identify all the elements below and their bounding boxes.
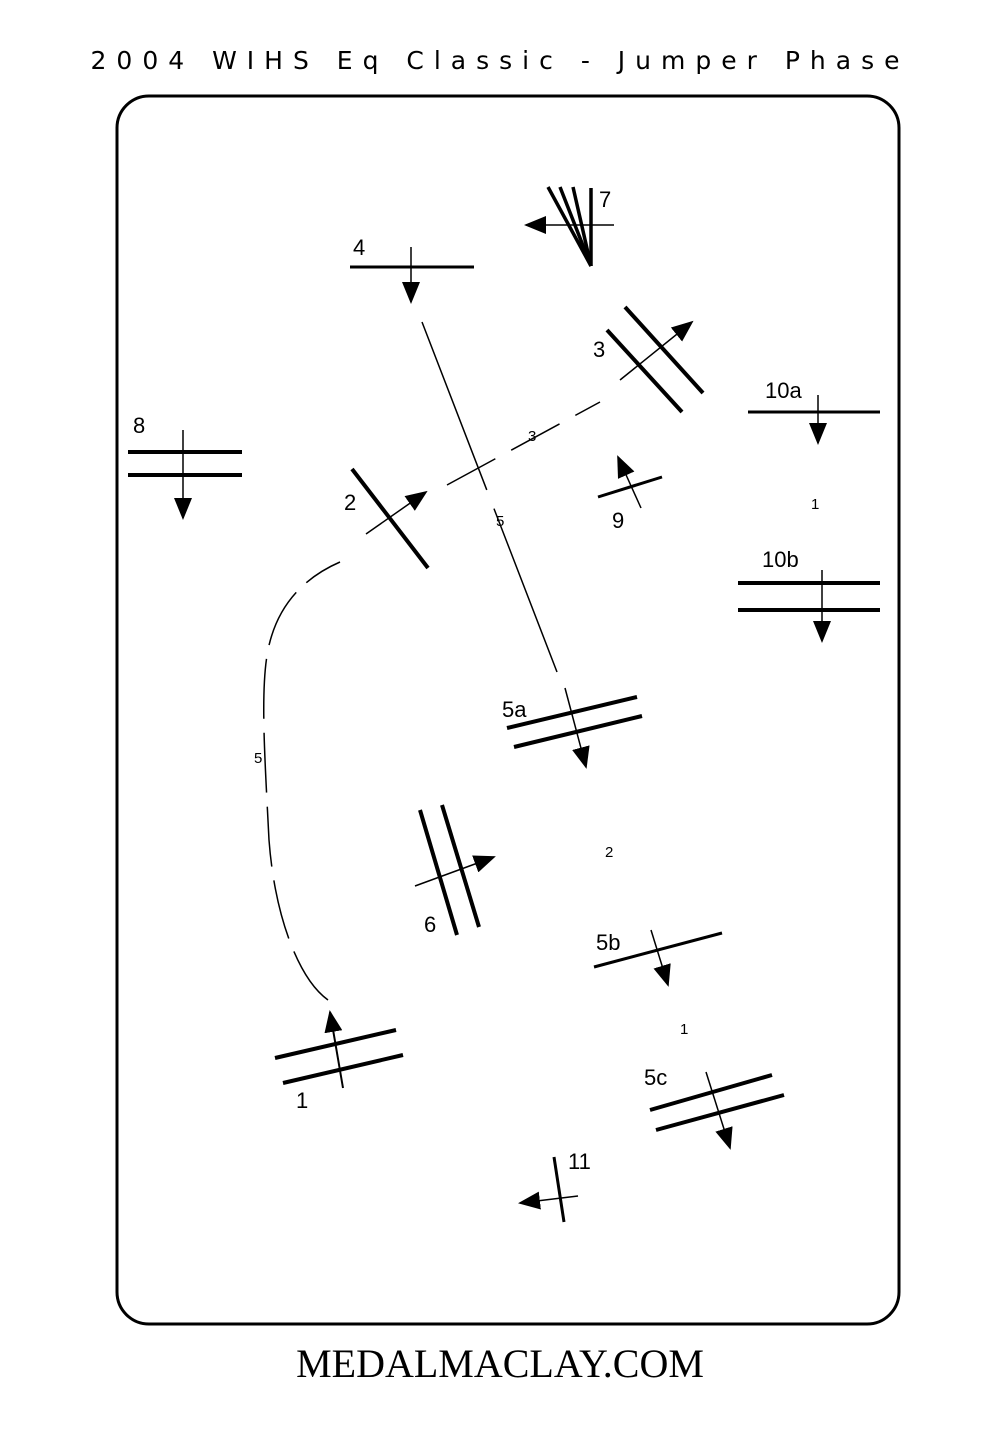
site-footer: MEDALMACLAY.COM [296,1341,704,1386]
course-title: 2004 WIHS Eq Classic - Jumper Phase [90,46,910,75]
stride-label-5b-5c: 1 [680,1021,688,1038]
fence-5c [649,1071,785,1150]
fence-label-9: 9 [612,508,624,533]
fence-label-5c: 5c [644,1065,667,1090]
fence-10a [748,395,880,445]
track-4-to-5a [421,321,558,673]
fence-2 [350,467,430,570]
fence-11 [518,1156,579,1223]
stride-label-5a-5b: 2 [605,844,613,861]
stride-label-1-2: 5 [254,750,262,767]
fence-1 [274,1010,404,1089]
fence-3 [605,305,705,414]
track-2-to-3 [446,401,601,486]
fence-4 [350,247,474,304]
stride-label-10a-10b: 1 [811,496,819,513]
fence-6 [414,804,496,936]
fence-7 [524,186,614,267]
fence-9 [597,455,663,509]
fence-label-4: 4 [353,235,365,260]
fence-8 [128,430,242,520]
track-1-to-2 [263,561,341,1001]
fence-5b [593,929,723,987]
fence-label-5b: 5b [596,930,620,955]
fence-label-6: 6 [424,912,436,937]
fence-label-2: 2 [344,490,356,515]
fence-label-5a: 5a [502,697,527,722]
fence-label-3: 3 [593,337,605,362]
arena-border [115,94,901,1326]
fence-label-1: 1 [296,1088,308,1113]
track-lines [263,321,601,1001]
fence-label-8: 8 [133,413,145,438]
stride-label-2-3: 3 [528,428,536,445]
fence-10b [738,570,880,643]
fence-5a [506,687,643,769]
fence-label-10b: 10b [762,547,799,572]
fence-label-7: 7 [599,187,611,212]
fence-label-10a: 10a [765,378,802,403]
stride-label-4-5a: 5 [496,513,504,530]
fence-label-11: 11 [568,1149,591,1174]
